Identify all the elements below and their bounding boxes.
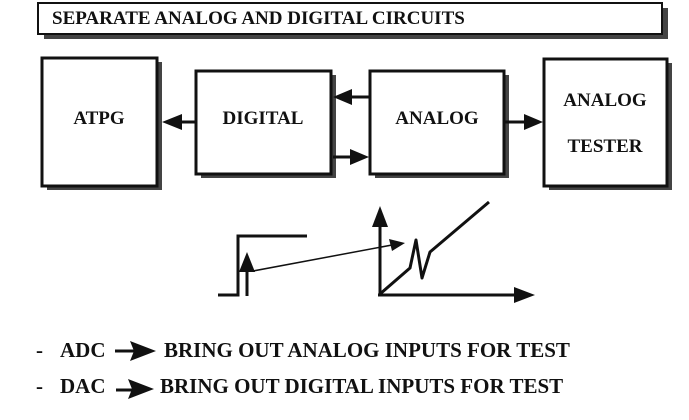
bullet-text-dac: BRING OUT DIGITAL INPUTS FOR TEST [160,374,563,398]
analog-tester-label-line1: ANALOG [563,90,647,111]
bullet-term-adc: ADC [60,338,106,362]
pointer-arrow-head-icon [389,239,405,251]
step-signal-line [218,234,307,297]
transfer-plot [372,200,535,303]
analog-tester-label-line2: TESTER [568,136,643,157]
analog-label: ANALOG [395,108,479,129]
arrow-head-digital [333,89,352,105]
analog-tester-block: ANALOG TESTER [542,57,672,190]
arrow-head-analog [350,149,369,165]
transfer-curve [379,200,490,296]
block-arrows [162,89,543,165]
digital-label: DIGITAL [223,108,304,129]
bullet-dash: - [36,338,43,362]
page-title: SEPARATE ANALOG AND DIGITAL CIRCUITS [52,8,465,29]
arrow-head-atpg [162,114,182,130]
bullet-term-dac: DAC [60,374,106,398]
right-arrow-icon [115,341,156,361]
atpg-block: ATPG [40,56,162,190]
step-waveform [218,234,307,297]
bullet-list: - ADC BRING OUT ANALOG INPUTS FOR TEST -… [36,338,570,399]
bullet-dash: - [36,374,43,398]
atpg-label: ATPG [73,108,125,129]
analog-block: ANALOG [368,69,509,178]
bullet-text-adc: BRING OUT ANALOG INPUTS FOR TEST [164,338,570,362]
arrow-head-tester [524,114,543,130]
bullet-item-dac: - DAC BRING OUT DIGITAL INPUTS FOR TEST [36,374,563,399]
step-marker-icon [239,252,255,272]
plot-x-axis-arrow-icon [514,287,535,303]
title-banner: SEPARATE ANALOG AND DIGITAL CIRCUITS [37,2,668,39]
plot-y-axis-arrow-icon [372,206,388,227]
pointer-arrow [252,239,405,272]
bullet-item-adc: - ADC BRING OUT ANALOG INPUTS FOR TEST [36,338,570,362]
digital-block: DIGITAL [194,69,336,178]
right-arrow-icon [116,379,154,399]
